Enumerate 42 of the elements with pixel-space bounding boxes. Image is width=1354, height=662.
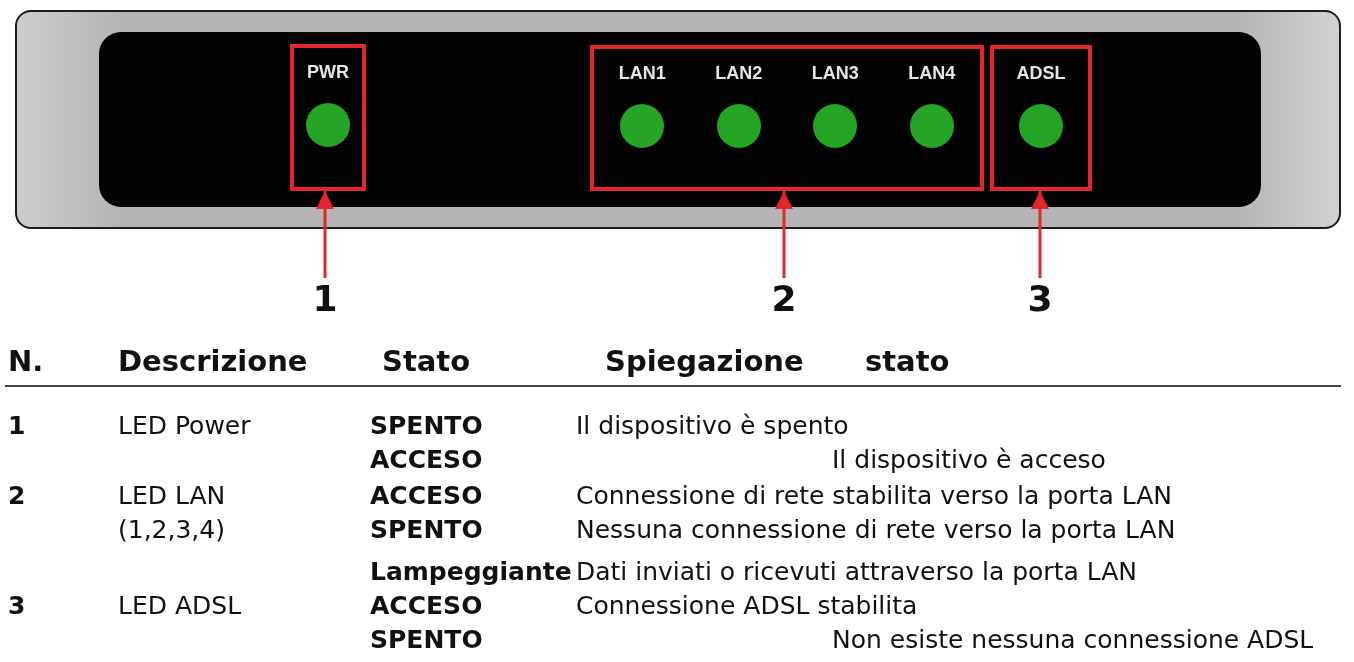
callout-number: 1 [305,278,345,320]
status-explanation: Nessuna connessione di rete verso la porta LAN [576,515,1176,545]
led-label: ADSL [1016,62,1066,84]
status-value: ACCESO [370,591,483,621]
led-label: LAN2 [715,62,763,84]
column-header: stato [865,344,950,378]
highlight-frame [590,45,984,191]
status-explanation: Il dispositivo è acceso [832,445,1106,475]
status-explanation: Connessione ADSL stabilita [576,591,918,621]
led-label: LAN1 [618,62,666,84]
led-description: LED ADSL [118,591,242,621]
led-label: PWR [307,61,349,83]
status-explanation: Il dispositivo è spento [576,411,849,441]
highlight-frame [290,44,366,191]
column-header: Spiegazione [605,344,804,378]
status-value: ACCESO [370,445,483,475]
led-description: LED Power [118,411,251,441]
column-header: Stato [382,344,471,378]
row-number: 3 [8,591,26,621]
arrow [1031,191,1049,278]
status-explanation: Dati inviati o ricevuti attraverso la porta LAN [576,557,1137,587]
status-explanation: Connessione di rete stabilita verso la porta LAN [576,481,1172,511]
led-description: LED LAN [118,481,226,511]
callout-number: 3 [1020,278,1060,320]
column-header: Descrizione [118,344,308,378]
status-value: ACCESO [370,481,483,511]
led-label: LAN4 [908,62,956,84]
arrow [775,191,793,278]
status-value: SPENTO [370,411,483,441]
callout-number: 2 [764,278,804,320]
status-value: SPENTO [370,515,483,545]
column-header: N. [8,344,44,378]
status-value: SPENTO [370,625,483,655]
row-number: 2 [8,481,26,511]
led-description: (1,2,3,4) [118,515,225,545]
highlight-frame [990,45,1092,191]
row-number: 1 [8,411,26,441]
device-front-panel [15,10,1341,229]
status-explanation: Non esiste nessuna connessione ADSL [832,625,1314,655]
led-label: LAN3 [811,62,859,84]
status-value: Lampeggiante [370,557,572,587]
arrow [316,191,334,278]
